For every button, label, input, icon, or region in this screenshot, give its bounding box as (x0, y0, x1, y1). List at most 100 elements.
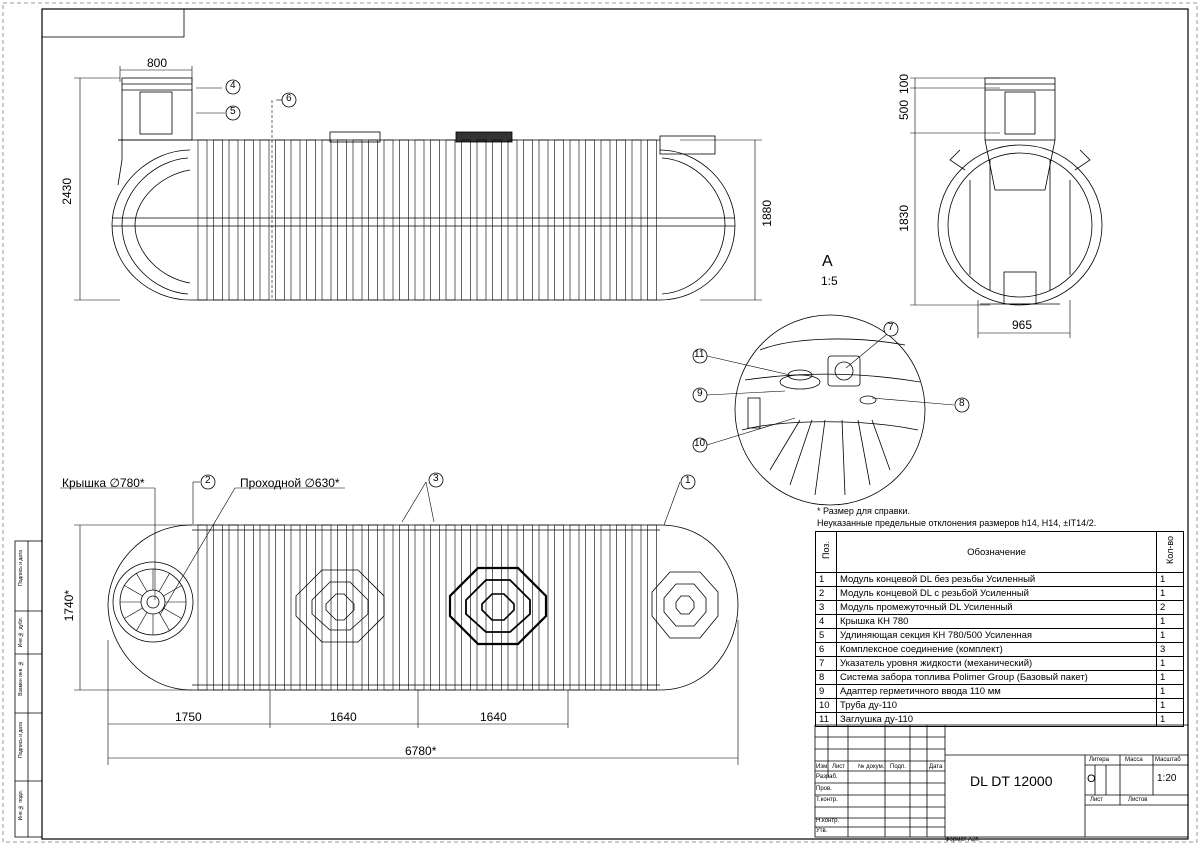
title-block (814, 724, 1189, 838)
plan-rib (368, 524, 378, 691)
front-rib (259, 139, 270, 301)
plan-rib (337, 524, 347, 691)
format-label: Формат А2h (945, 837, 979, 843)
left-approval-strip (14, 540, 43, 838)
lid-spoke (136, 612, 148, 631)
plan-rib (213, 524, 223, 691)
front-rib (631, 139, 642, 301)
spec-cell-name: Модуль концевой DL с резьбой Усиленный (836, 586, 1157, 601)
note-reference: * Размер для справки. (817, 506, 910, 516)
callout-2: 2 (205, 475, 211, 486)
plan-rib (569, 524, 580, 691)
spec-cell-name: Адаптер герметичного ввода 110 мм (836, 684, 1157, 699)
sheets-label: Листов (1128, 797, 1148, 803)
dim-side-1830: 1830 (897, 205, 911, 232)
spec-cell-pos: 7 (815, 656, 837, 671)
front-rib (538, 139, 549, 301)
spec-cell-qty: 1 (1156, 628, 1184, 643)
tb-row-nkontr: Н.контр. (816, 818, 840, 824)
callout-4: 4 (230, 80, 236, 91)
front-rib (321, 139, 332, 301)
plan-rib (290, 524, 301, 691)
spec-header-name: Обозначение (836, 531, 1157, 573)
lid-spoke (163, 607, 182, 619)
dim-top-width: 800 (147, 56, 168, 70)
spec-cell-pos: 1 (815, 572, 837, 587)
tb-row-tkontr: Т.контр. (816, 797, 838, 803)
spec-cell-qty: 1 (1156, 572, 1184, 587)
front-rib (554, 139, 564, 301)
callout-7: 7 (888, 322, 894, 333)
dim-plan-total: 6780* (405, 744, 437, 758)
spec-header-qty: Кол-во (1156, 531, 1184, 573)
front-view-tank (111, 77, 736, 301)
strip-sign-date-1: Подпись и дата (18, 550, 24, 586)
front-rib (585, 139, 595, 301)
spec-cell-name: Система забора топлива Polimer Group (Ба… (836, 670, 1157, 685)
dim-plan-1640a: 1640 (330, 710, 357, 724)
plan-rib (554, 524, 564, 691)
side-view-tank (937, 77, 1103, 306)
plan-rib (616, 524, 626, 691)
callout-5: 5 (230, 106, 236, 117)
callout-6: 6 (286, 93, 292, 104)
tb-col-doc: № докум. (858, 764, 885, 770)
front-rib (476, 139, 487, 301)
dim-plan-width: 1740* (62, 590, 76, 622)
spec-cell-pos: 4 (815, 614, 837, 629)
plan-rib (538, 524, 549, 691)
plan-rib (476, 524, 487, 691)
dim-total-height: 2430 (60, 178, 74, 205)
front-rib (569, 139, 580, 301)
spec-cell-pos: 5 (815, 628, 837, 643)
dim-side-width: 965 (1012, 318, 1033, 332)
spec-cell-name: Труба ду-110 (836, 698, 1157, 713)
plan-rib (321, 524, 332, 691)
litera-value: О (1087, 773, 1096, 785)
spec-cell-qty: 1 (1156, 614, 1184, 629)
tb-col-list: Лист (832, 764, 846, 770)
lid-spoke (163, 585, 182, 597)
callout-1: 1 (685, 475, 691, 486)
passage-label: Проходной ∅630* (240, 476, 340, 490)
lid-spoke (124, 585, 143, 597)
dim-side-500: 500 (897, 100, 911, 121)
dim-plan-1750: 1750 (175, 710, 202, 724)
drawing-title: DL DT 12000 (970, 773, 1053, 789)
view-a-scale: 1:5 (821, 274, 838, 288)
front-rib (445, 139, 456, 301)
plan-view-tank (107, 524, 739, 691)
tb-row-razrab: Разраб. (816, 774, 838, 780)
front-rib (244, 139, 254, 301)
spec-cell-name: Модуль промежуточный DL Усиленный (836, 600, 1157, 615)
front-rib (352, 139, 363, 301)
litera-label: Литера (1089, 757, 1109, 763)
plan-rib (647, 524, 657, 691)
front-rib (228, 139, 239, 301)
tb-col-date: Дата (929, 764, 943, 770)
lid-spoke (158, 573, 170, 592)
callout-10: 10 (694, 438, 706, 449)
spec-cell-qty: 1 (1156, 586, 1184, 601)
plan-rib (631, 524, 642, 691)
callout-markers (200, 79, 970, 490)
plan-rib (259, 524, 270, 691)
plan-rib (228, 524, 239, 691)
front-rib (337, 139, 347, 301)
plan-rib (275, 524, 285, 691)
front-rib (523, 139, 533, 301)
front-rib (647, 139, 657, 301)
plan-rib (585, 524, 595, 691)
plan-rib (523, 524, 533, 691)
strip-dubl: Инв.№ дубл. (18, 617, 24, 648)
dim-plan-1640b: 1640 (480, 710, 507, 724)
spec-cell-pos: 3 (815, 600, 837, 615)
